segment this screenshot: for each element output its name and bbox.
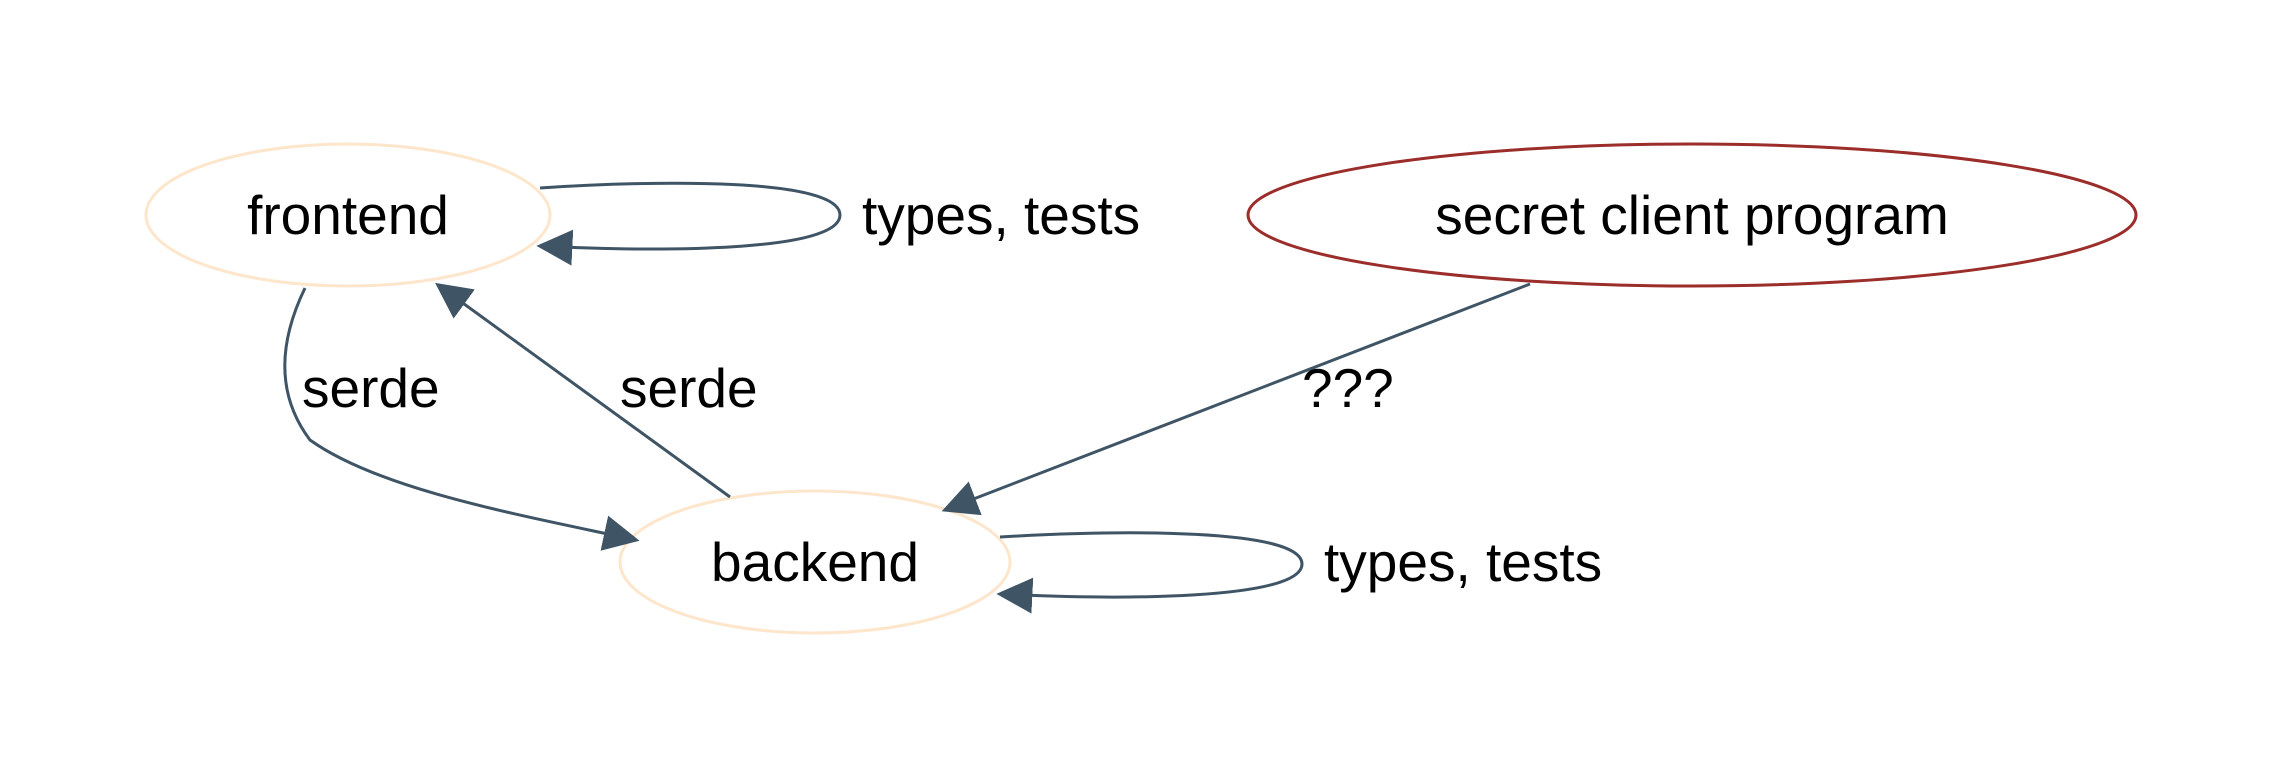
node-backend-label: backend	[711, 531, 919, 593]
edge-secret-to-backend: ???	[941, 282, 1531, 516]
edge-backend-to-frontend-label: serde	[620, 357, 758, 419]
edge-backend-to-frontend-line	[435, 282, 731, 499]
edge-frontend-to-backend: serde	[283, 287, 640, 551]
edge-backend-self-label: types, tests	[1324, 531, 1602, 593]
node-secret-client-program-label: secret client program	[1435, 184, 1949, 246]
edge-backend-self-line	[996, 531, 1304, 614]
node-secret-client-program: secret client program	[1246, 142, 2138, 288]
edge-secret-to-backend-line	[941, 282, 1531, 516]
edge-frontend-self-line	[536, 181, 842, 266]
node-backend-shape	[618, 489, 1012, 635]
edge-frontend-self-label: types, tests	[862, 184, 1140, 246]
edge-backend-to-frontend: serde	[435, 282, 758, 499]
edge-backend-self: types, tests	[996, 531, 1602, 614]
edge-secret-to-backend-label: ???	[1302, 357, 1394, 419]
edge-frontend-self: types, tests	[536, 181, 1140, 266]
node-frontend-label: frontend	[247, 184, 449, 246]
edge-frontend-to-backend-line	[283, 287, 640, 551]
node-frontend-shape	[144, 142, 552, 288]
node-backend: backend	[618, 489, 1012, 635]
edge-frontend-to-backend-label: serde	[302, 357, 440, 419]
node-secret-client-program-shape	[1246, 142, 2138, 288]
node-frontend: frontend	[144, 142, 552, 288]
